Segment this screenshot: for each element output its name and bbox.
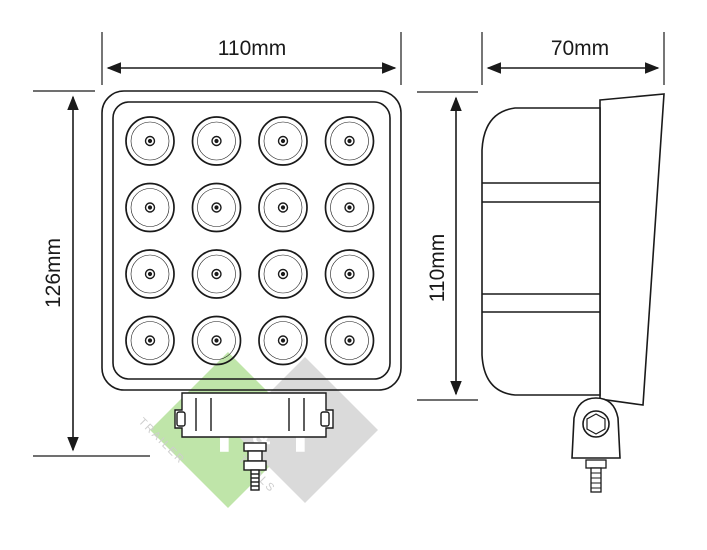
side-bolt-thread — [591, 472, 601, 489]
led-1-4 — [324, 116, 375, 166]
led-1-1 — [125, 116, 175, 166]
side-height-label: 110mm — [426, 234, 449, 302]
led-3-2 — [191, 249, 242, 299]
front-width-label: 110mm — [218, 37, 286, 60]
front-width-dimension — [101, 32, 402, 85]
led-4-1 — [125, 315, 175, 366]
led-3-4 — [324, 249, 375, 299]
side-bezel — [599, 93, 665, 406]
led-2-3 — [258, 182, 308, 233]
led-2-1 — [125, 182, 175, 233]
led-2-4 — [324, 182, 375, 233]
front-height-label: 126mm — [42, 238, 65, 308]
led-1-2 — [191, 116, 242, 166]
led-2-2 — [191, 182, 242, 233]
side-depth-label: 70mm — [551, 37, 609, 60]
led-1-3 — [258, 116, 308, 166]
front-housing-inner — [112, 101, 391, 380]
led-3-1 — [125, 249, 175, 299]
front-mount-bracket — [174, 392, 334, 438]
front-height-dimension — [33, 90, 150, 457]
side-bolt-washer — [585, 459, 607, 469]
side-depth-dimension — [481, 32, 665, 85]
led-4-4 — [324, 315, 375, 366]
side-height-dimension — [417, 91, 478, 401]
led-3-3 — [258, 249, 308, 299]
front-housing-outer — [101, 90, 402, 391]
side-fins — [482, 182, 600, 313]
led-4-3 — [258, 315, 308, 366]
side-view — [481, 93, 665, 493]
side-bolt-shaft — [590, 467, 602, 493]
led-4-2 — [191, 315, 242, 366]
side-housing — [481, 107, 601, 396]
led-grid — [125, 116, 375, 366]
front-view — [101, 90, 402, 491]
side-mount-nut — [586, 413, 606, 435]
front-mount-bolt — [243, 442, 267, 491]
